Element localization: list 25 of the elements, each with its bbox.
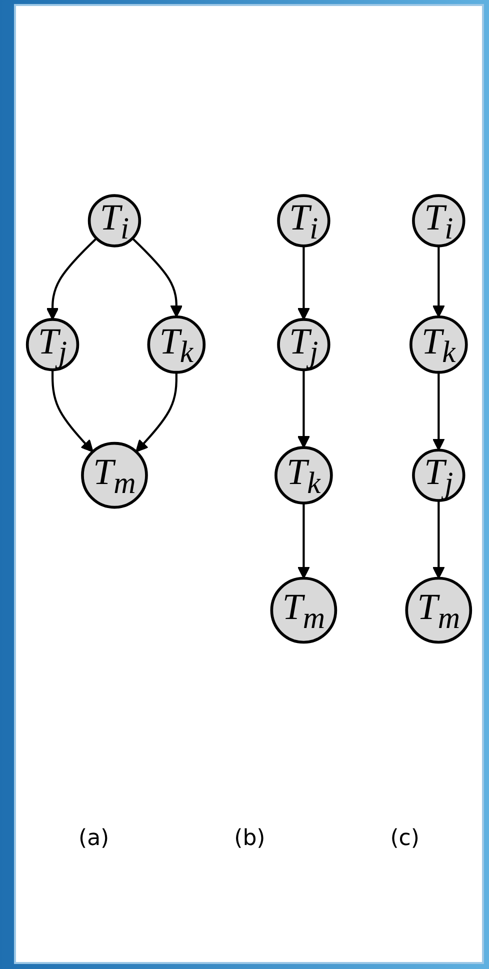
node-circle: T$_{k}$	[274, 446, 333, 504]
arrow	[297, 503, 310, 579]
arrow	[51, 370, 94, 452]
node-circle: T$_{m}$	[81, 442, 148, 509]
node-circle: T$_{k}$	[410, 315, 468, 374]
node-circle: T$_{k}$	[147, 315, 206, 374]
arrow	[132, 238, 183, 318]
node-circle: T$_{i}$	[412, 194, 466, 248]
arrow	[432, 500, 445, 579]
node-circle: T$_{j}$	[412, 448, 466, 502]
arrow	[432, 246, 445, 318]
node-circle: T$_{j}$	[26, 318, 80, 372]
node-circle: T$_{i}$	[88, 194, 142, 248]
arrow	[46, 238, 98, 320]
node-circle: T$_{i}$	[277, 194, 330, 248]
node-circle: T$_{m}$	[405, 576, 472, 644]
node-circle: T$_{j}$	[277, 318, 330, 372]
arrow	[432, 372, 445, 451]
figure-label: (a)	[78, 826, 110, 851]
node-circle: T$_{m}$	[270, 576, 338, 644]
figure-label: (c)	[390, 826, 420, 851]
figure-label: (b)	[234, 826, 266, 851]
arrow	[136, 372, 178, 452]
arrow	[297, 370, 310, 448]
arrow	[297, 246, 310, 320]
